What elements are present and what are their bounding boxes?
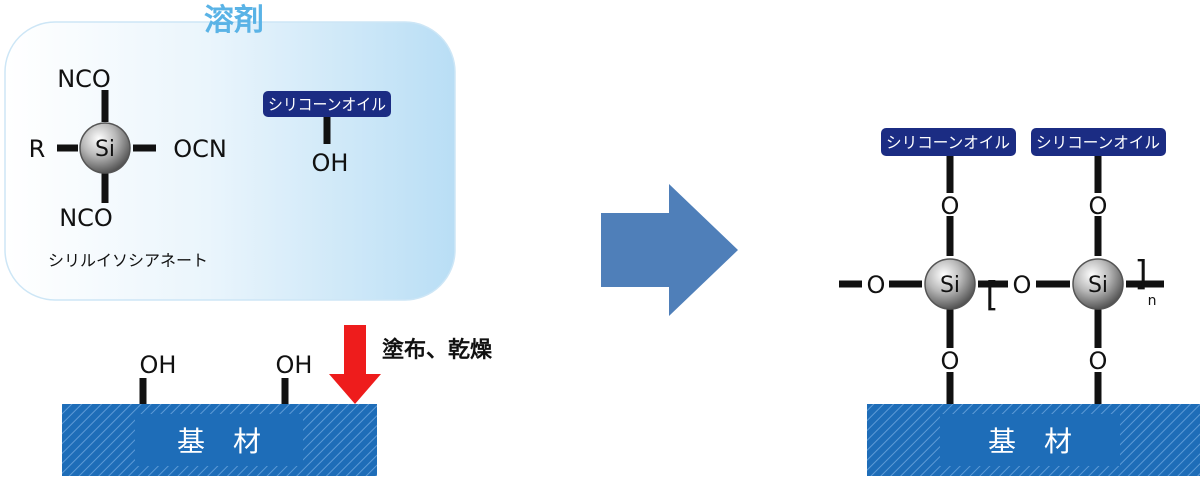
r-group-label: R [29, 135, 46, 163]
process-label: 塗布、乾燥 [382, 337, 493, 363]
ocn-label: OCN [173, 135, 227, 163]
product-silicone-oil-label-2: シリコーンオイル [1036, 133, 1160, 152]
substrate-left-label: 基 材 [177, 425, 261, 458]
oxygen-lower-2: O [1089, 347, 1108, 375]
repeat-bracket-close: ] [1134, 254, 1147, 294]
nco-top-label: NCO [57, 65, 111, 93]
substrate-left-label-bg [135, 414, 303, 466]
substrate-right-label-bg [940, 414, 1120, 466]
reaction-arrow [601, 184, 738, 316]
substrate-oh-1: OH [140, 351, 177, 379]
product-si-atom-1 [924, 258, 976, 310]
oxygen-upper-2: O [1089, 192, 1108, 220]
nco-bottom-label: NCO [59, 204, 113, 232]
product-si-atom-2 [1072, 258, 1124, 310]
silicone-oil-label: シリコーンオイル [268, 95, 386, 114]
repeat-bracket-open: [ [985, 275, 998, 315]
repeat-subscript: n [1148, 293, 1157, 309]
substrate-right-label: 基 材 [988, 425, 1072, 458]
product-bonds [839, 156, 1164, 405]
oxygen-chain-left: O [867, 271, 886, 299]
silyl-isocyanate-bonds [57, 90, 156, 203]
silicone-oil-oh: OH [312, 149, 349, 177]
product-si-label-1: Si [940, 273, 960, 298]
solvent-label: 溶剤 [204, 3, 264, 38]
substrate-oh-2: OH [276, 351, 313, 379]
oxygen-chain-middle: O [1013, 271, 1032, 299]
coating-arrow [329, 325, 381, 404]
product-si-label-2: Si [1088, 273, 1108, 298]
oxygen-lower-1: O [941, 347, 960, 375]
product-silicone-oil-badge-1 [881, 128, 1016, 156]
silicone-oil-badge [263, 91, 391, 117]
silyl-isocyanate-name: シリルイソシアネート [48, 251, 208, 270]
product-silicone-oil-badge-2 [1031, 128, 1166, 156]
product-silicone-oil-label-1: シリコーンオイル [886, 133, 1010, 152]
si-atom-label: Si [95, 137, 115, 162]
oxygen-upper-1: O [941, 192, 960, 220]
si-atom [79, 122, 131, 174]
